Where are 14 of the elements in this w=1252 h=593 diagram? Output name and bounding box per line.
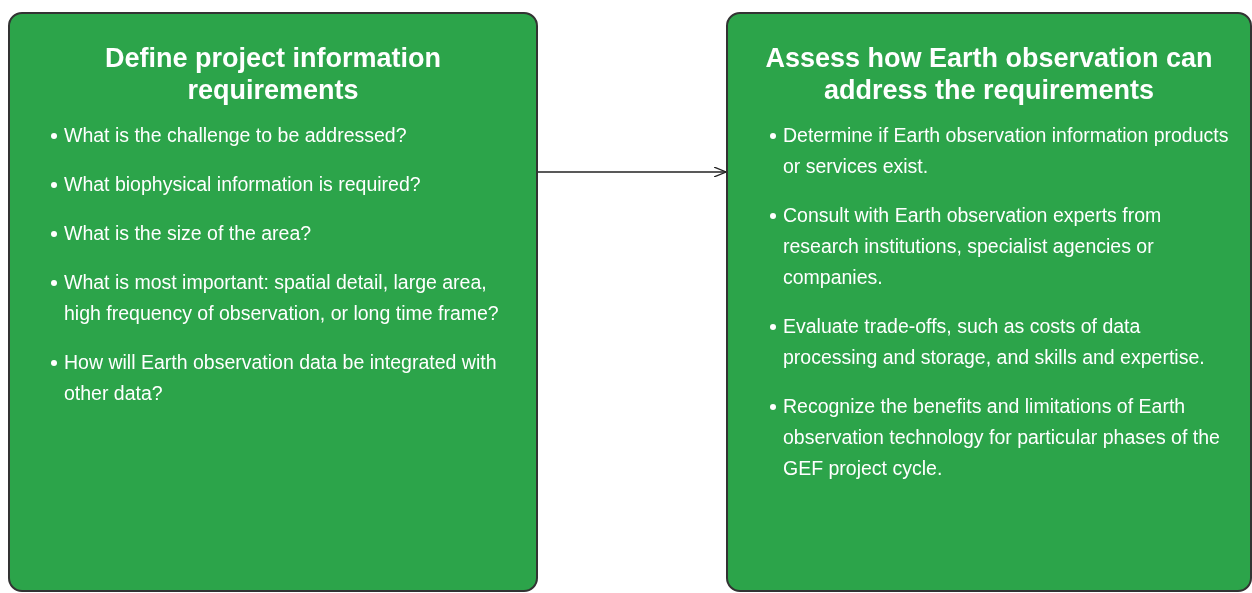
bullet-text: Consult with Earth observation experts from research institutions, specialist agencies or companies. bbox=[783, 204, 1162, 288]
bullet-text: What biophysical information is required? bbox=[64, 173, 421, 195]
box-heading: Assess how Earth observation can address the requirements bbox=[764, 42, 1214, 106]
bullet-text: What is most important: spatial detail, large area, high frequency of observation, or long time frame? bbox=[64, 271, 499, 324]
bullet-text: What is the size of the area? bbox=[64, 222, 312, 244]
arrow bbox=[537, 166, 727, 178]
process-box bbox=[726, 12, 1252, 592]
process-box bbox=[8, 12, 538, 592]
box-heading: Define project information requirements bbox=[104, 42, 442, 106]
bullet-text: Recognize the benefits and limitations of Earth observation technology for particular phases of the GEF project cycle. bbox=[783, 395, 1220, 479]
bullet-text: How will Earth observation data be integrated with other data? bbox=[64, 351, 497, 404]
bullet-text: Determine if Earth observation information products or services exist. bbox=[783, 124, 1229, 177]
bullet-text: Evaluate trade-offs, such as costs of data processing and storage, and skills and expertise. bbox=[783, 315, 1205, 368]
bullet-text: What is the challenge to be addressed? bbox=[64, 124, 407, 146]
